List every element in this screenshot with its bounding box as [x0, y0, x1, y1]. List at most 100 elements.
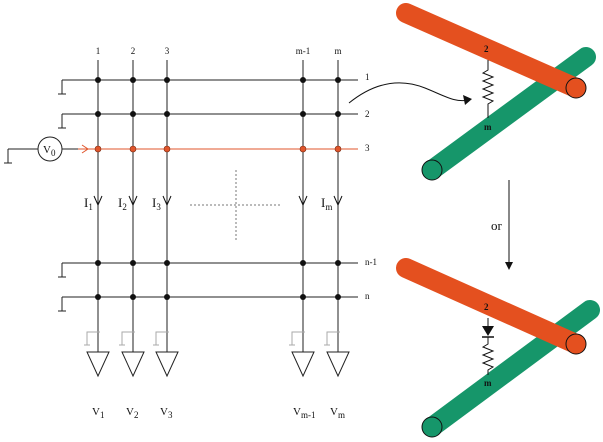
junction-dot	[335, 294, 341, 300]
voltage-source: V0	[4, 136, 89, 164]
junction-dot	[335, 260, 341, 266]
junction-dots	[94, 77, 342, 300]
junction-dot	[164, 294, 170, 300]
current-arrow-icon	[162, 195, 172, 207]
amplifier-ground-icon	[153, 331, 169, 346]
column-label: 1	[96, 46, 101, 56]
selected-junction-dot	[129, 145, 137, 153]
output-label: V1	[92, 406, 104, 420]
junction-bottom-row-label: 2	[484, 302, 489, 312]
junction-dot	[335, 77, 341, 83]
amplifier-ground-icon	[324, 331, 340, 346]
current-label: I1	[84, 195, 93, 212]
or-arrow-head-icon	[505, 262, 513, 270]
amplifier-ground-icon	[289, 331, 305, 346]
column-label: 3	[165, 46, 170, 56]
ground-symbol	[58, 114, 66, 129]
or-connector: or	[491, 180, 513, 270]
junction-top-row-label: 2	[484, 44, 489, 54]
selected-junction-dot	[299, 145, 307, 153]
or-label: or	[491, 218, 503, 233]
column-rod-end-top	[421, 159, 443, 181]
curved-arrow-line	[348, 82, 470, 104]
selected-junction-dot	[94, 145, 102, 153]
junction-dot	[164, 260, 170, 266]
source-label: V0	[43, 144, 56, 158]
amplifier-grounds	[84, 331, 340, 346]
junction-top-column-label: m	[484, 122, 492, 132]
selected-row-arrow-icon	[81, 144, 89, 154]
ground-symbol	[58, 263, 66, 278]
current-arrow-icon	[128, 195, 138, 207]
junction-dot	[95, 111, 101, 117]
junction-dot	[95, 77, 101, 83]
column-wires	[97, 60, 339, 352]
junction-bottom-column-label: m	[484, 378, 492, 388]
diode-icon	[482, 326, 494, 336]
column-label: m-1	[296, 46, 311, 56]
junction-dot	[300, 260, 306, 266]
current-label: I3	[152, 195, 161, 212]
resistor-icon	[481, 337, 495, 375]
junction-top: 2 m	[396, 3, 596, 181]
amplifier-ground-icon	[119, 331, 135, 346]
current-label: Im	[321, 195, 332, 212]
selected-junction-dot	[163, 145, 171, 153]
curved-arrow-head-icon	[463, 95, 472, 105]
source-ground-icon	[4, 149, 12, 164]
row-rod-bottom	[396, 258, 586, 354]
amplifier-icon	[326, 351, 350, 378]
amplifier-icon	[291, 351, 315, 378]
row-label: 2	[365, 109, 370, 119]
current-arrow-icon	[298, 195, 308, 207]
output-label: V2	[126, 406, 138, 420]
row-rod-top	[396, 3, 586, 98]
junction-dot	[130, 111, 136, 117]
column-label: 2	[131, 46, 136, 56]
selected-junction-dot	[334, 145, 342, 153]
row-grounds	[58, 80, 66, 312]
ellipsis-cross	[190, 170, 282, 240]
current-arrow-icon	[333, 195, 343, 207]
amplifier-ground-icon	[84, 331, 100, 346]
amplifiers	[86, 351, 350, 378]
output-label: Vm-1	[293, 406, 315, 420]
column-rod-end-bottom	[421, 416, 443, 438]
curved-arrow	[348, 82, 472, 105]
row-rod-end-top	[565, 77, 587, 99]
junction-dot	[95, 294, 101, 300]
current-label: I2	[118, 195, 127, 212]
column-labels: 1 2 3 m-1 m	[96, 46, 342, 56]
row-label: n-1	[365, 257, 377, 267]
amplifier-icon	[121, 351, 145, 378]
output-labels: V1 V2 V3 Vm-1 Vm	[92, 406, 345, 420]
row-rod-end-bottom	[565, 333, 587, 355]
row-label: 3	[365, 143, 370, 153]
junction-dot	[95, 260, 101, 266]
current-labels: I1 I2 I3 Im	[84, 195, 343, 212]
amplifier-icon	[155, 351, 179, 378]
junction-bottom: 2 m	[396, 258, 600, 438]
junction-dot	[130, 294, 136, 300]
ground-symbol	[58, 80, 66, 95]
output-label: Vm	[330, 406, 345, 420]
row-labels: 1 2 3 n-1 n	[365, 72, 377, 301]
junction-dot	[164, 77, 170, 83]
current-arrow-icon	[93, 195, 103, 207]
junction-dot	[335, 111, 341, 117]
row-label: n	[365, 291, 370, 301]
amplifier-icon	[86, 351, 110, 378]
junction-dot	[164, 111, 170, 117]
junction-dot	[300, 77, 306, 83]
junction-dot	[130, 77, 136, 83]
resistor-icon	[481, 60, 495, 118]
ground-symbol	[58, 297, 66, 312]
row-label: 1	[365, 72, 370, 82]
column-rod-bottom	[422, 300, 600, 437]
column-label: m	[334, 46, 341, 56]
junction-dot	[300, 294, 306, 300]
junction-dot	[300, 111, 306, 117]
output-label: V3	[160, 406, 173, 420]
junction-dot	[130, 260, 136, 266]
